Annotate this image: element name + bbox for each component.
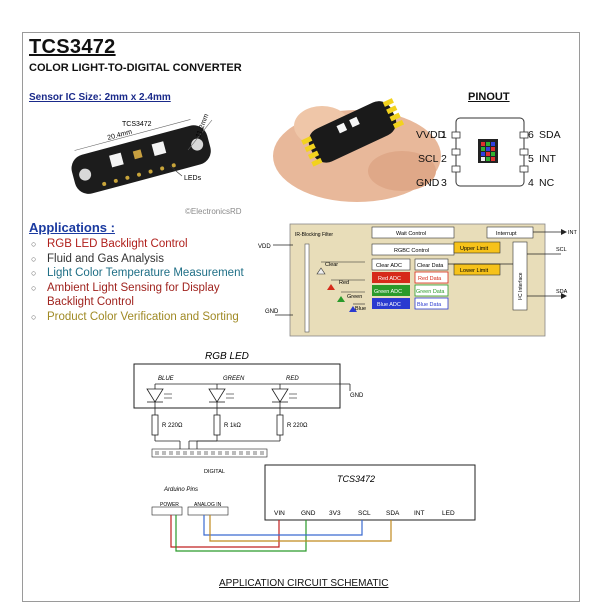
application-item: ○RGB LED Backlight Control xyxy=(31,238,188,250)
schem-led-red-label: RED xyxy=(286,376,299,382)
bullet-icon: ○ xyxy=(31,268,37,278)
bd-green-adc: Green ADC xyxy=(374,289,402,295)
schem-led-green-label: GREEN xyxy=(223,376,245,382)
bullet-icon: ○ xyxy=(31,239,37,249)
application-item: ○Product Color Verification and Sorting xyxy=(31,310,239,323)
schem-power-label: POWER xyxy=(160,502,179,508)
bd-blue-adc: Blue ADC xyxy=(377,302,401,308)
bd-photodiode-blue: Blue xyxy=(355,306,366,312)
sensor-size-label: Sensor IC Size: 2mm x 2.4mm xyxy=(29,92,171,103)
pin-vdd-label: VVDD xyxy=(416,129,446,141)
page-title: TCS3472 xyxy=(29,36,116,58)
schem-pin-vin: VIN xyxy=(274,510,285,517)
schem-pin-3v3: 3V3 xyxy=(329,510,341,517)
schem-digital-label: DIGITAL xyxy=(204,469,225,475)
pin-5-number: 5 xyxy=(528,153,534,165)
bd-photodiode-green: Green xyxy=(347,294,362,300)
module-leds-label: LEDs xyxy=(184,175,202,182)
bd-clear-data: Clear Data xyxy=(417,263,444,269)
module-dim-height: 11.2mm xyxy=(195,113,210,139)
schem-pin-int: INT xyxy=(414,510,425,517)
bd-gnd: GND xyxy=(265,309,279,315)
bd-wait-control: Wait Control xyxy=(396,231,426,237)
watermark: ©ElectronicsRD xyxy=(185,207,242,216)
pin-gnd-label: GND xyxy=(416,177,440,189)
bd-interrupt: Interrupt xyxy=(496,231,517,237)
schem-resistor-3: R 220Ω xyxy=(287,423,308,429)
bd-i2c-interface: I²C Interface xyxy=(518,272,524,300)
bd-out-int: INT xyxy=(568,230,578,236)
schem-chip-title: TCS3472 xyxy=(337,474,375,484)
bd-rgbc-control: RGBC Control xyxy=(394,248,429,254)
bd-photodiode-clear: Clear xyxy=(325,262,338,268)
schem-gnd-label: GND xyxy=(350,393,364,399)
module-dim-width: 20.4mm xyxy=(107,129,133,142)
pin-4-number: 4 xyxy=(528,177,534,189)
bd-upper-limit: Upper Limit xyxy=(460,246,489,252)
pin-1-number: 1 xyxy=(441,129,447,141)
bd-red-data: Red Data xyxy=(418,276,442,282)
schem-rgb-led-title: RGB LED xyxy=(205,351,249,362)
bd-lower-limit: Lower Limit xyxy=(460,268,489,274)
pin-sda-label: SDA xyxy=(539,129,561,141)
application-item: ○Fluid and Gas Analysis xyxy=(31,252,164,265)
pinout-title: PINOUT xyxy=(468,91,510,103)
bullet-icon: ○ xyxy=(31,253,37,264)
application-item: ○Light Color Temperature Measurement xyxy=(31,267,244,279)
schem-resistor-1: R 220Ω xyxy=(162,423,183,429)
module-label: TCS3472 xyxy=(122,121,152,128)
pin-3-number: 3 xyxy=(441,177,447,189)
page-subtitle: COLOR LIGHT-TO-DIGITAL CONVERTER xyxy=(29,62,242,74)
pin-int-label: INT xyxy=(539,153,556,165)
bd-vdd: VDD xyxy=(258,244,271,250)
hand-photo xyxy=(273,98,441,202)
pin-2-number: 2 xyxy=(441,153,447,165)
bullet-icon: ○ xyxy=(31,282,37,293)
pin-nc-label: NC xyxy=(539,177,555,189)
page-frame xyxy=(22,32,580,602)
bd-blue-data: Blue Data xyxy=(417,302,442,308)
schem-pin-sda: SDA xyxy=(386,510,400,517)
bd-clear-adc: Clear ADC xyxy=(376,263,402,269)
application-schematic: RGB LED BLUE GREEN RED R 220Ω R 1kΩ R 22… xyxy=(133,351,476,552)
schem-pin-led: LED xyxy=(442,510,455,517)
schem-led-blue-label: BLUE xyxy=(158,376,175,382)
schem-arduino-label: Arduino Pins xyxy=(163,487,198,493)
pinout-package xyxy=(451,117,529,187)
module-board-illustration: TCS3472 20.4mm 11.2mm LEDs xyxy=(71,113,213,194)
bd-out-scl: SCL xyxy=(556,247,567,253)
schem-resistor-2: R 1kΩ xyxy=(224,423,241,429)
bd-out-sda: SDA xyxy=(556,289,568,295)
schem-pin-gnd: GND xyxy=(301,510,316,517)
bd-green-data: Green Data xyxy=(416,289,445,295)
schematic-caption: APPLICATION CIRCUIT SCHEMATIC xyxy=(219,578,389,589)
bd-ir-filter: IR-Blocking Filter xyxy=(295,232,333,238)
pin-6-number: 6 xyxy=(528,129,534,141)
bd-photodiode-red: Red xyxy=(339,280,349,286)
bd-red-adc: Red ADC xyxy=(378,276,401,282)
applications-heading: Applications : xyxy=(29,220,115,235)
schem-analog-label: ANALOG IN xyxy=(194,502,222,508)
schem-pin-scl: SCL xyxy=(358,510,371,517)
block-diagram: VDD GND IR-Blocking Filter Clear Red Gre… xyxy=(258,223,578,337)
application-item: ○Ambient Light Sensing for Display Backl… xyxy=(31,281,220,309)
bullet-icon: ○ xyxy=(31,311,37,322)
pin-scl-label: SCL xyxy=(418,153,439,165)
applications-list: ○RGB LED Backlight Control ○Fluid and Ga… xyxy=(29,237,269,324)
